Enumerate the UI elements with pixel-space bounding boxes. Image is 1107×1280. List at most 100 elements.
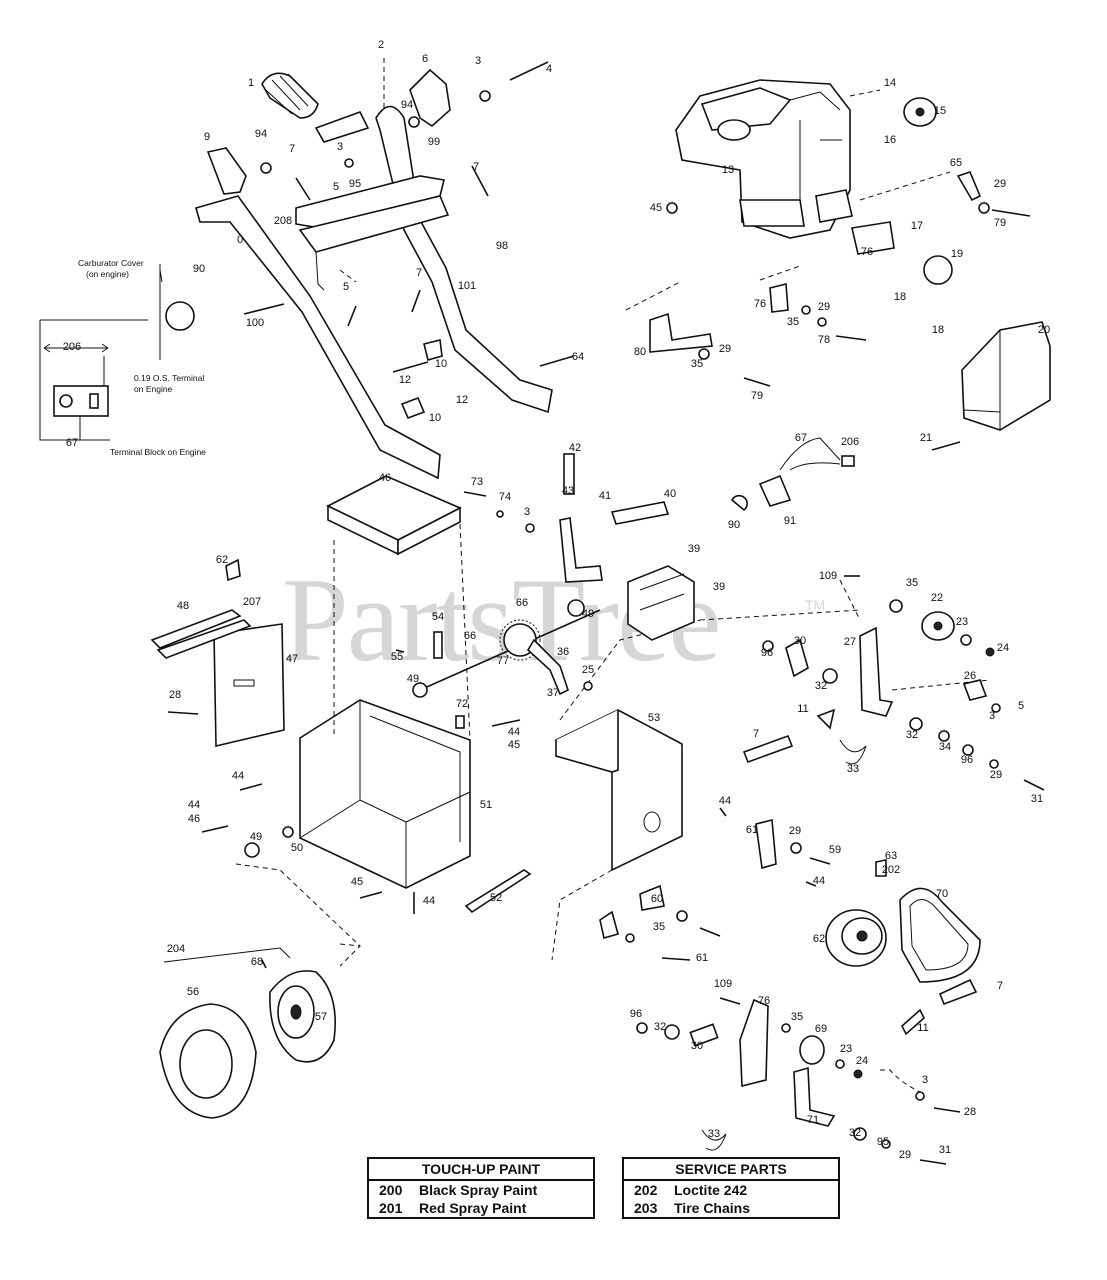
engine [666, 79, 1031, 285]
part-callout: 4 [546, 63, 552, 75]
touchup-code: 200 [379, 1182, 403, 1198]
part-callout: 80 [634, 346, 646, 358]
service-code: 202 [634, 1182, 658, 1198]
part-callout: 44 [232, 770, 244, 782]
part-callout: 46 [188, 813, 200, 825]
service-code: 203 [634, 1200, 658, 1216]
part-callout: 67 [795, 432, 807, 444]
part-callout: 39 [713, 581, 725, 593]
part-callout: 76 [758, 995, 770, 1007]
part-callout: 44 [813, 875, 825, 887]
part-callout: 66 [516, 597, 528, 609]
part-callout: 35 [691, 358, 703, 370]
part-callout: 3 [337, 141, 343, 153]
part-callout: 31 [939, 1144, 951, 1156]
part-callout: 109 [819, 570, 837, 582]
part-callout: 7 [753, 728, 759, 740]
part-callout: 5 [343, 281, 349, 293]
part-callout: 24 [997, 642, 1009, 654]
drive-pulley-belt [755, 818, 981, 1036]
part-callout: 27 [844, 636, 856, 648]
part-callout: 12 [456, 394, 468, 406]
part-callout: 94 [401, 99, 413, 111]
part-callout: 35 [906, 577, 918, 589]
part-callout: 61 [696, 952, 708, 964]
part-callout: 39 [688, 543, 700, 555]
engine-cover [931, 321, 1051, 451]
part-callout: 60 [651, 893, 663, 905]
part-callout: 46 [379, 472, 391, 484]
part-callout: 202 [882, 864, 900, 876]
part-callout: 109 [714, 978, 732, 990]
part-callout: 13 [722, 164, 734, 176]
part-callout: 17 [911, 220, 923, 232]
part-callout: 36 [557, 646, 569, 658]
part-callout: 1 [248, 77, 254, 89]
part-callout: 100 [246, 317, 264, 329]
part-callout: 57 [315, 1011, 327, 1023]
part-callout: 74 [499, 491, 511, 503]
carb-cover-note-2: (on engine) [86, 269, 129, 279]
part-callout: 49 [250, 831, 262, 843]
part-callout: 23 [956, 616, 968, 628]
part-callout: 7 [473, 161, 479, 173]
part-callout: 32 [815, 680, 827, 692]
part-callout: 96 [961, 754, 973, 766]
part-callout: 6 [422, 53, 428, 65]
right-control-lever [409, 68, 451, 128]
part-callout: 37 [547, 687, 559, 699]
grip [261, 72, 319, 119]
right-pulleys [699, 575, 1045, 791]
part-callout: 16 [884, 134, 896, 146]
part-callout: 29 [990, 769, 1002, 781]
part-callout: 18 [932, 324, 944, 336]
part-callout: 3 [475, 55, 481, 67]
terminal-note-2: on Engine [134, 384, 173, 394]
touchup-desc: Red Spray Paint [419, 1200, 527, 1216]
part-callout: 204 [167, 943, 185, 955]
part-callout: 49 [582, 608, 594, 620]
left-control-lever [206, 147, 247, 195]
part-callout: 33 [847, 763, 859, 775]
part-callout: 9 [204, 131, 210, 143]
belt-guides [625, 265, 867, 387]
part-callout: 18 [894, 291, 906, 303]
part-callout: 44 [423, 895, 435, 907]
part-callout: 76 [861, 246, 873, 258]
part-callout: 63 [885, 850, 897, 862]
part-callout: 15 [934, 105, 946, 117]
part-callout: 44 [719, 795, 731, 807]
part-callout: 32 [849, 1127, 861, 1139]
part-callout: 34 [939, 741, 951, 753]
part-callout: 47 [286, 653, 298, 665]
part-callout: 95 [877, 1136, 889, 1148]
part-callout: 99 [428, 136, 440, 148]
part-callout: 3 [524, 506, 530, 518]
part-callout: 24 [856, 1055, 868, 1067]
part-callout: 30 [794, 635, 806, 647]
part-callout: 2 [378, 39, 384, 51]
part-callout: 5 [333, 181, 339, 193]
part-callout: 67 [66, 437, 78, 449]
part-callout: 66 [464, 630, 476, 642]
part-callout: 56 [187, 986, 199, 998]
part-callout: 78 [818, 334, 830, 346]
part-callout: 79 [994, 217, 1006, 229]
part-callout: 45 [650, 202, 662, 214]
handle-assembly [195, 58, 575, 480]
part-callout: 10 [435, 358, 447, 370]
part-callout: 43 [562, 485, 574, 497]
service-desc: Loctite 242 [674, 1182, 748, 1198]
part-callout: 7 [289, 143, 295, 155]
frame [150, 475, 701, 961]
part-callout: 206 [841, 436, 859, 448]
part-callout: 208 [274, 215, 292, 227]
part-callout: 5 [1018, 700, 1024, 712]
part-callout: 96 [630, 1008, 642, 1020]
part-callout: 35 [787, 316, 799, 328]
